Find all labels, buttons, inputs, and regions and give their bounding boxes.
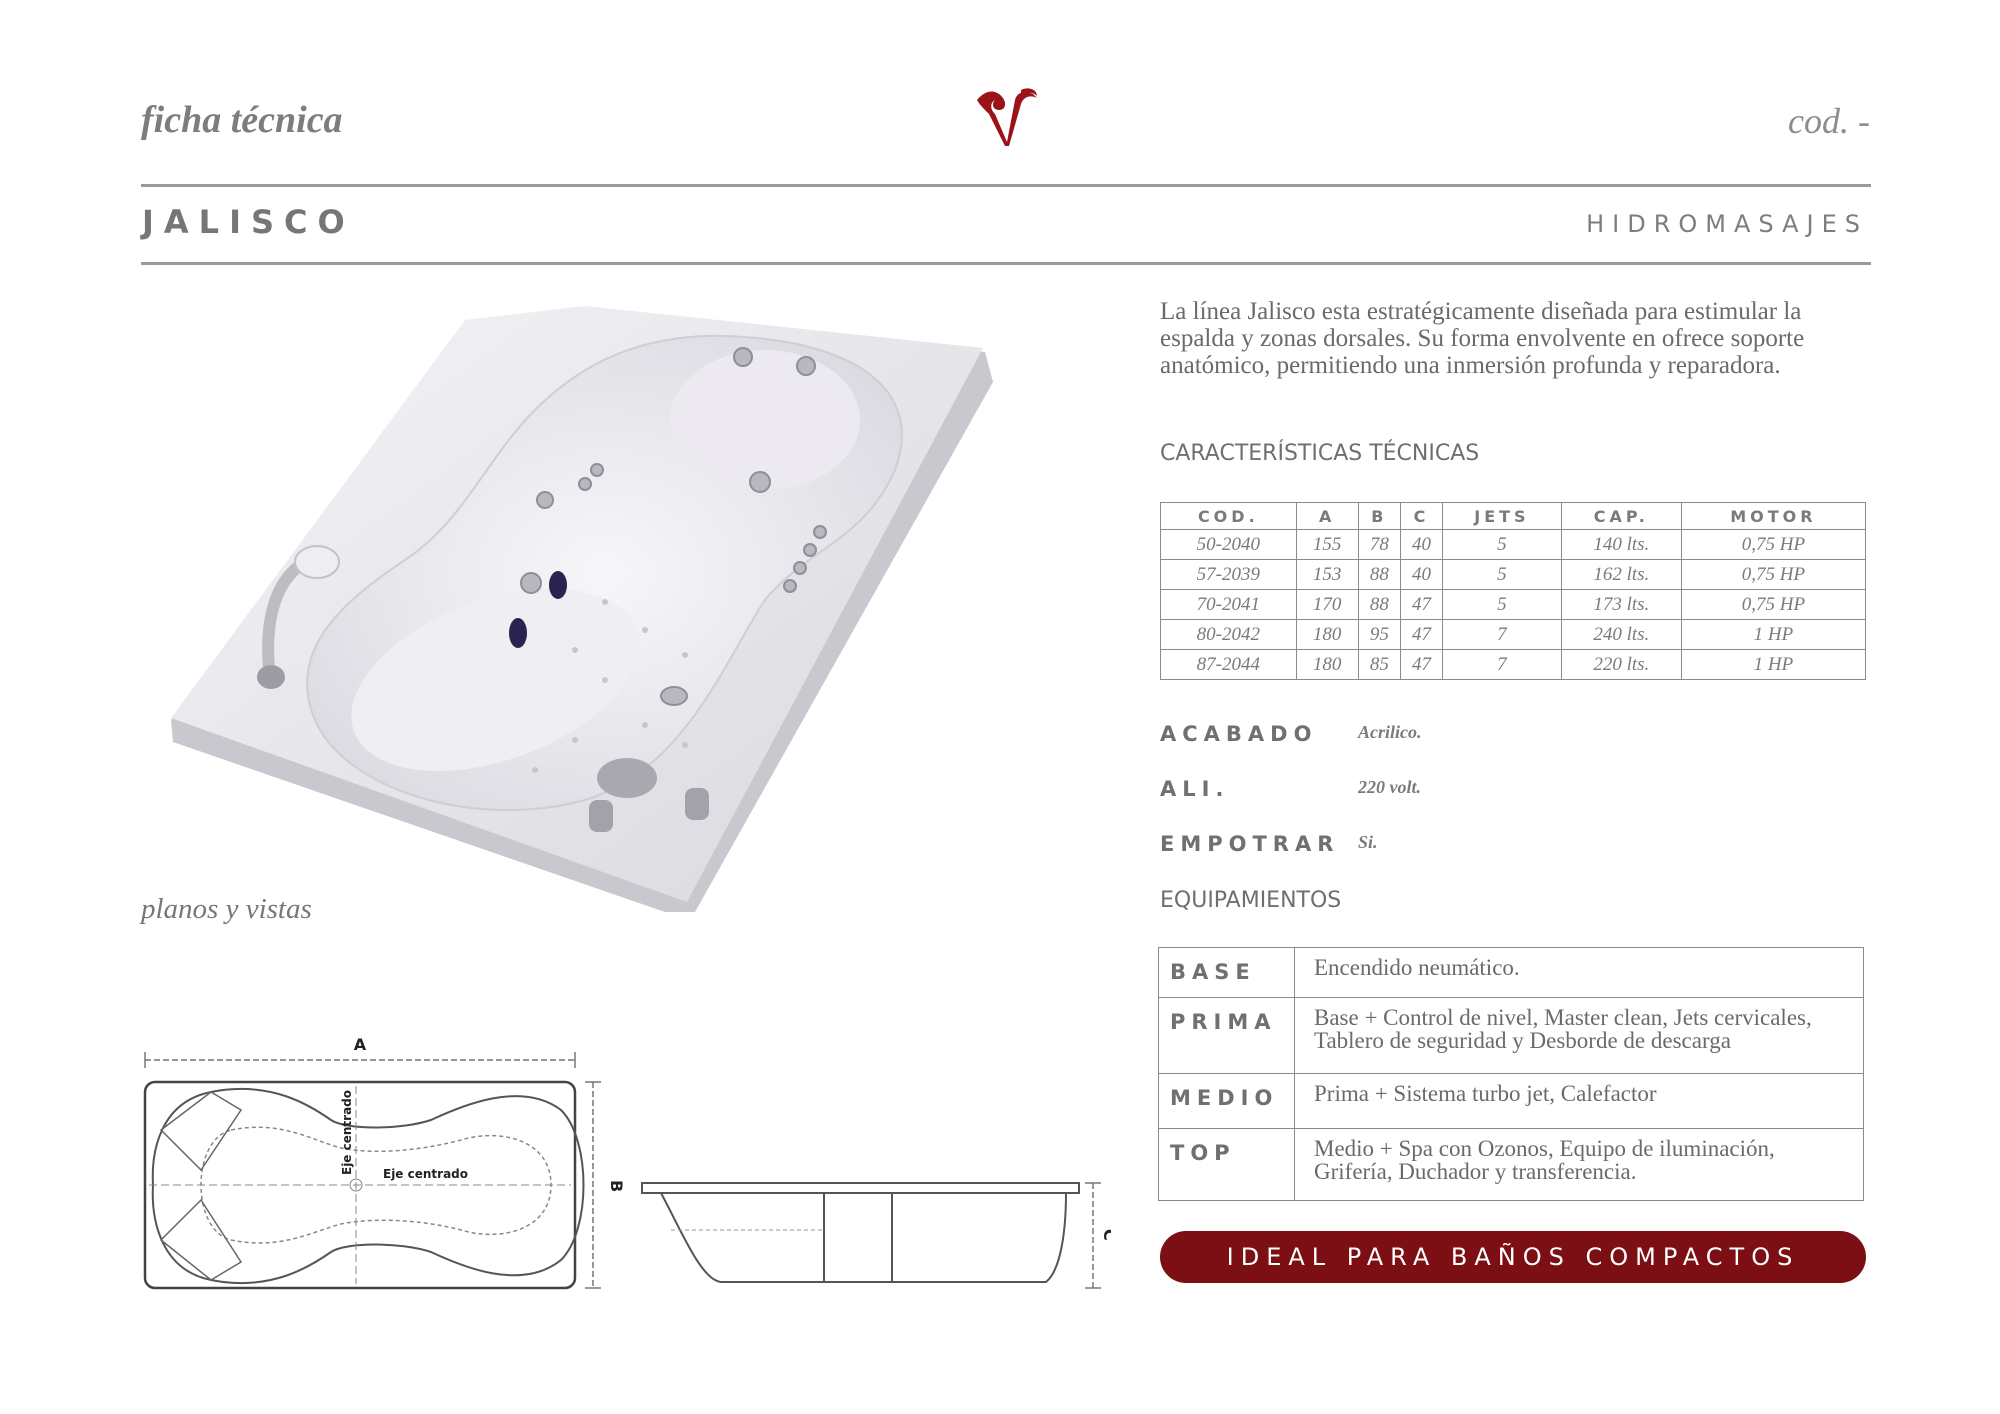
- built-in-label: EMPOTRAR: [1160, 832, 1340, 856]
- equipment-level-value: Prima + Sistema turbo jet, Calefactor: [1294, 1073, 1864, 1129]
- spec-cell: 180: [1295, 619, 1359, 650]
- spec-cell: 47: [1399, 619, 1444, 650]
- spec-cell: 88: [1357, 559, 1401, 590]
- spec-cell: 57-2039: [1160, 559, 1297, 590]
- spec-cell: 88: [1357, 589, 1401, 620]
- spec-header-cell: C: [1399, 502, 1444, 530]
- power-value: 220 volt.: [1358, 777, 1421, 797]
- header-rule-bottom: [141, 262, 1871, 265]
- equipment-level-label: TOP: [1158, 1128, 1295, 1201]
- brand-logo-icon: [977, 88, 1037, 146]
- spec-cell: 240 lts.: [1560, 619, 1682, 650]
- table-row: 80-2042 180 95 47 7 240 lts. 1 HP: [1160, 619, 1867, 650]
- vertical-axis-label: Eje centrado: [340, 1090, 354, 1175]
- equipment-level-value: Medio + Spa con Ozonos, Equipo de ilumin…: [1294, 1128, 1864, 1201]
- spec-header-cell: CAP.: [1560, 502, 1682, 530]
- tech-section-title: CARACTERÍSTICAS TÉCNICAS: [1160, 441, 1480, 466]
- product-name: JALISCO: [142, 203, 355, 241]
- dimension-b-label: B: [607, 1180, 626, 1192]
- spec-table: COD. A B C JETS CAP. MOTOR 50-2040 155 7…: [1160, 502, 1867, 680]
- spec-cell: 80-2042: [1160, 619, 1297, 650]
- spec-cell: 5: [1442, 559, 1562, 590]
- spec-cell: 162 lts.: [1560, 559, 1682, 590]
- spec-cell: 173 lts.: [1560, 589, 1682, 620]
- spec-cell: 155: [1295, 529, 1359, 560]
- spec-header-cell: COD.: [1160, 502, 1297, 530]
- spec-header-cell: MOTOR: [1680, 502, 1867, 530]
- equipment-level-value: Base + Control de nivel, Master clean, J…: [1294, 997, 1864, 1074]
- built-in-value: Si.: [1358, 832, 1378, 852]
- spec-cell: 0,75 HP: [1680, 589, 1867, 620]
- equipment-table: BASE Encendido neumático. PRIMA Base + C…: [1158, 947, 1864, 1201]
- dimension-c-label: C: [1100, 1229, 1111, 1241]
- spec-cell: 40: [1399, 529, 1444, 560]
- equipment-level-label: BASE: [1158, 947, 1295, 998]
- dimension-a-label: A: [354, 1035, 367, 1054]
- table-row: MEDIO Prima + Sistema turbo jet, Calefac…: [1158, 1073, 1864, 1129]
- spec-cell: 153: [1295, 559, 1359, 590]
- finish-value: Acrilico.: [1358, 722, 1422, 742]
- product-description: La línea Jalisco esta estratégicamente d…: [1160, 298, 1805, 379]
- spec-cell: 7: [1442, 619, 1562, 650]
- horizontal-axis-label: Eje centrado: [383, 1167, 468, 1181]
- spec-cell: 5: [1442, 529, 1562, 560]
- finish-label: ACABADO: [1160, 722, 1318, 746]
- spec-cell: 0,75 HP: [1680, 559, 1867, 590]
- spec-cell: 180: [1295, 649, 1359, 680]
- spec-cell: 0,75 HP: [1680, 529, 1867, 560]
- spec-cell: 170: [1295, 589, 1359, 620]
- spec-cell: 1 HP: [1680, 619, 1867, 650]
- spec-cell: 47: [1399, 649, 1444, 680]
- spec-cell: 50-2040: [1160, 529, 1297, 560]
- spec-cell: 220 lts.: [1560, 649, 1682, 680]
- table-row: 70-2041 170 88 47 5 173 lts. 0,75 HP: [1160, 589, 1867, 620]
- technical-drawing: A Eje centrado Eje centrado B C: [143, 1035, 1111, 1290]
- spec-table-header: COD. A B C JETS CAP. MOTOR: [1160, 502, 1867, 530]
- spec-header-cell: B: [1357, 502, 1401, 530]
- spec-cell: 7: [1442, 649, 1562, 680]
- spec-header-cell: JETS: [1442, 502, 1562, 530]
- equipment-level-label: PRIMA: [1158, 997, 1295, 1074]
- spec-header-cell: A: [1295, 502, 1359, 530]
- spec-cell: 87-2044: [1160, 649, 1297, 680]
- table-row: 50-2040 155 78 40 5 140 lts. 0,75 HP: [1160, 529, 1867, 560]
- table-row: 87-2044 180 85 47 7 220 lts. 1 HP: [1160, 649, 1867, 680]
- spec-cell: 40: [1399, 559, 1444, 590]
- table-row: TOP Medio + Spa con Ozonos, Equipo de il…: [1158, 1128, 1864, 1201]
- spec-cell: 78: [1357, 529, 1401, 560]
- spec-cell: 1 HP: [1680, 649, 1867, 680]
- spec-cell: 47: [1399, 589, 1444, 620]
- power-label: ALI.: [1160, 777, 1230, 801]
- equipment-section-title: EQUIPAMIENTOS: [1160, 888, 1342, 913]
- spec-cell: 95: [1357, 619, 1401, 650]
- table-row: BASE Encendido neumático.: [1158, 947, 1864, 998]
- header-rule-top: [141, 184, 1871, 187]
- category-label: HIDROMASAJES: [1586, 210, 1868, 238]
- spec-cell: 85: [1357, 649, 1401, 680]
- bathtub-photo: [171, 306, 993, 912]
- spec-cell: 140 lts.: [1560, 529, 1682, 560]
- table-row: 57-2039 153 88 40 5 162 lts. 0,75 HP: [1160, 559, 1867, 590]
- compact-bathroom-banner: IDEAL PARA BAÑOS COMPACTOS: [1160, 1231, 1866, 1283]
- table-row: PRIMA Base + Control de nivel, Master cl…: [1158, 997, 1864, 1074]
- spec-cell: 5: [1442, 589, 1562, 620]
- code-label: cod. -: [1788, 101, 1870, 141]
- sheet-label: ficha técnica: [141, 99, 343, 141]
- equipment-level-label: MEDIO: [1158, 1073, 1295, 1129]
- spec-cell: 70-2041: [1160, 589, 1297, 620]
- plans-label: planos y vistas: [141, 893, 312, 925]
- equipment-level-value: Encendido neumático.: [1294, 947, 1864, 998]
